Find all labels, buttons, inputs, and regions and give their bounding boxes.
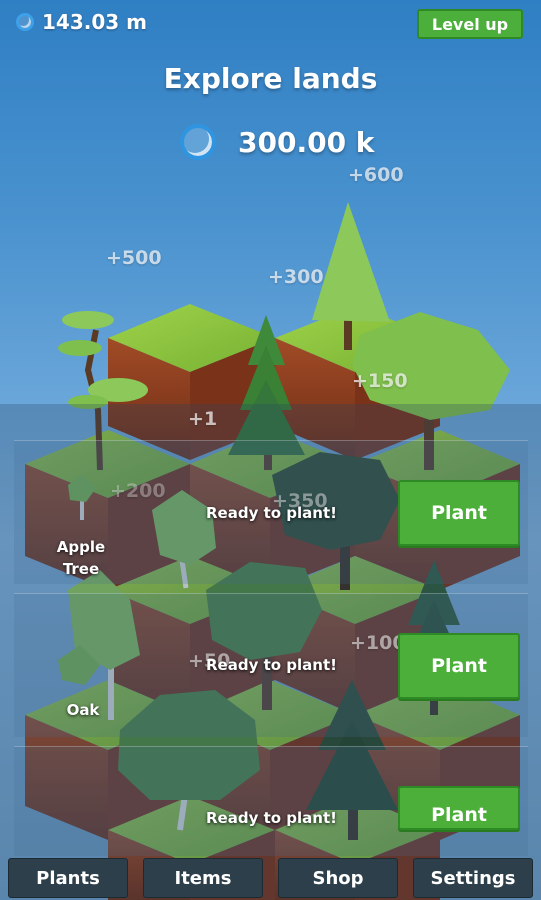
plant-button[interactable]: Plant [398, 786, 520, 830]
floating-gain: +100 [350, 632, 406, 654]
page-title: Explore lands [163, 62, 378, 95]
floating-gain: +150 [352, 370, 408, 392]
birch-tree-icon [152, 490, 216, 589]
bubble-icon [16, 13, 34, 31]
floating-gain: +1 [188, 408, 218, 430]
nav-items-button[interactable]: Items [143, 858, 263, 898]
floating-gain: +350 [272, 490, 328, 512]
dark-tree-icon [272, 452, 400, 590]
floating-gain: +50 [188, 650, 231, 672]
plant-name-oak: Oak [66, 701, 100, 719]
cone-tree-icon [312, 202, 390, 350]
nav-shop-button[interactable]: Shop [278, 858, 398, 898]
balance-value: 300.00 k [238, 125, 375, 159]
plant-button[interactable]: Plant [398, 480, 520, 546]
world-scene [25, 202, 520, 900]
round-tree-icon [352, 312, 510, 470]
floating-gain: +200 [110, 480, 166, 502]
land-tile [25, 430, 190, 590]
plant-name-apple-tree: Apple Tree [56, 538, 106, 578]
plant-button[interactable]: Plant [398, 633, 520, 699]
nav-settings-button[interactable]: Settings [413, 858, 533, 898]
pine-tree-icon [228, 315, 305, 470]
top-currency-value: 143.03 m [42, 10, 147, 34]
bonsai-tree-icon [58, 311, 148, 471]
floating-gain: +500 [106, 247, 162, 269]
leafy-tree-icon [58, 570, 140, 720]
floating-gain: +300 [268, 266, 324, 288]
plant-status: Ready to plant! [206, 809, 337, 827]
level-up-button[interactable]: Level up [417, 9, 523, 39]
bubble-icon [180, 124, 216, 160]
top-currency: 143.03 m [16, 10, 147, 34]
oak-tree-icon [206, 562, 322, 710]
dark-pine-icon [306, 680, 398, 840]
apple-tree-icon [68, 475, 96, 520]
plant-status: Ready to plant! [206, 504, 337, 522]
bottom-nav: Plants Items Shop Settings [0, 856, 541, 900]
plant-status: Ready to plant! [206, 656, 337, 674]
big-bush-tree-icon [118, 690, 260, 831]
balance-display: 300.00 k [180, 124, 374, 160]
floating-gain: +600 [348, 164, 404, 186]
nav-plants-button[interactable]: Plants [8, 858, 128, 898]
